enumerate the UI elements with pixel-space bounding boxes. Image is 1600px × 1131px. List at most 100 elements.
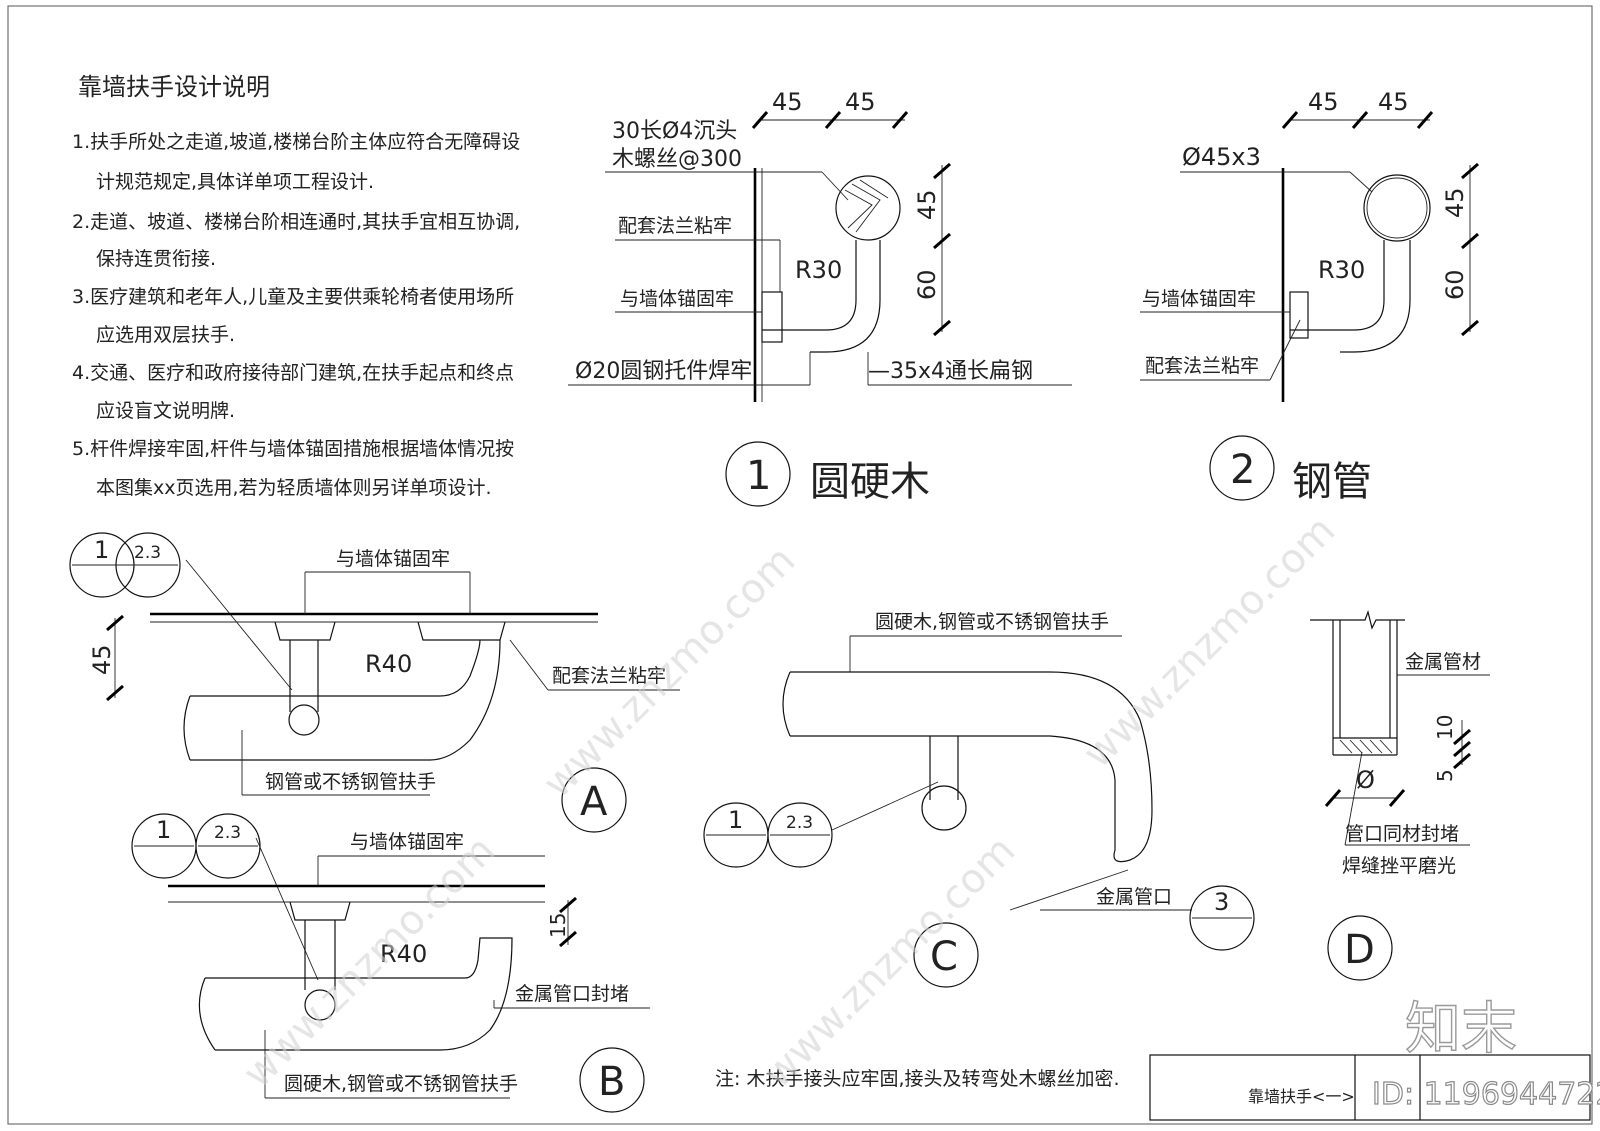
detail-1-flange-label: 配套法兰粘牢 bbox=[618, 215, 732, 237]
detail-d-material-label: 金属管材 bbox=[1405, 651, 1481, 673]
detail-1-bracket bbox=[762, 240, 881, 353]
detail-1-dim-top-1: 45 bbox=[772, 88, 803, 116]
detail-a-ref-2: 2.3 bbox=[134, 543, 161, 563]
detail-b-ref-2-circle bbox=[195, 813, 261, 879]
watermark: www.znzmo.com www.znzmo.com www.znzmo.co… bbox=[235, 507, 1345, 1097]
detail-c: 圆硬木,钢管或不锈钢管扶手 1 2.3 金属管口 3 C bbox=[703, 611, 1255, 988]
detail-c-post bbox=[929, 736, 959, 800]
detail-b-radius: R40 bbox=[380, 940, 427, 968]
detail-c-ref-3-circle bbox=[1189, 885, 1255, 951]
detail-b-handrail bbox=[205, 937, 513, 1051]
detail-1-screw-label-1: 30长Ø4沉头 bbox=[612, 119, 737, 144]
title-block: 靠墙扶手<一> bbox=[1149, 1054, 1591, 1121]
detail-1-rod-label: Ø20圆钢托件焊牢 bbox=[575, 359, 752, 384]
detail-1-handrail-section bbox=[835, 175, 901, 241]
detail-a-dim: 45 bbox=[88, 644, 116, 675]
detail-c-handrail bbox=[790, 671, 1153, 863]
svg-text:www.znzmo.com: www.znzmo.com bbox=[1075, 507, 1345, 777]
detail-2-dim-top-2: 45 bbox=[1378, 88, 1409, 116]
notes-title: 靠墙扶手设计说明 bbox=[78, 73, 270, 101]
detail-2-anchor-label: 与墙体锚固牢 bbox=[1142, 288, 1256, 310]
sheet-border bbox=[7, 5, 1593, 1125]
detail-b-letter: B bbox=[598, 1059, 625, 1105]
detail-c-letter: C bbox=[930, 934, 958, 980]
detail-2-bracket bbox=[1290, 240, 1411, 353]
detail-2-number: 2 bbox=[1230, 447, 1255, 493]
detail-c-ref-2: 2.3 bbox=[786, 813, 813, 833]
detail-2-steel-tube: 45 45 45 60 R30 Ø45x3 与墙体锚固牢 配套法兰粘牢 2 钢管 bbox=[1140, 88, 1479, 505]
note-1-line-1: 1.扶手所处之走道,坡道,楼梯台阶主体应符合无障碍设 bbox=[72, 131, 520, 153]
detail-b-ref-1: 1 bbox=[156, 816, 171, 844]
detail-2-flange-label: 配套法兰粘牢 bbox=[1145, 355, 1259, 377]
detail-c-tube-end-label: 金属管口 bbox=[1096, 886, 1172, 908]
detail-a-flange-label: 配套法兰粘牢 bbox=[552, 665, 666, 687]
note-4-line-1: 4.交通、医疗和政府接待部门建筑,在扶手起点和终点 bbox=[72, 362, 514, 384]
brand-logo: 知末 bbox=[1405, 997, 1517, 1062]
detail-a-rail-label: 钢管或不锈钢管扶手 bbox=[265, 771, 436, 793]
detail-2-radius: R30 bbox=[1318, 256, 1365, 284]
note-5-line-1: 5.杆件焊接牢固,杆件与墙体锚固措施根据墙体情况按 bbox=[72, 438, 514, 460]
detail-a-anchor-label: 与墙体锚固牢 bbox=[336, 548, 450, 570]
detail-1-dim-right-2: 60 bbox=[913, 269, 941, 300]
detail-d-cap-label: 管口同材封堵 bbox=[1345, 823, 1459, 845]
detail-2-handrail-section bbox=[1363, 174, 1431, 242]
detail-1-dim-top-2: 45 bbox=[845, 88, 876, 116]
detail-2-tube-label: Ø45x3 bbox=[1182, 143, 1261, 171]
detail-b-ref-2: 2.3 bbox=[214, 823, 241, 843]
detail-1-screw-label-2: 木螺丝@300 bbox=[612, 147, 742, 172]
detail-2-dim-right-2: 60 bbox=[1441, 269, 1469, 300]
detail-d-dim-1: 10 bbox=[1433, 715, 1457, 740]
detail-1-number: 1 bbox=[746, 453, 771, 499]
detail-1-hardwood: 45 45 45 60 R30 30长Ø4沉头 木螺丝@300 配套法兰粘牢 与… bbox=[568, 88, 1072, 507]
detail-d-tube bbox=[1332, 620, 1398, 755]
detail-a-letter: A bbox=[580, 779, 608, 825]
detail-d-dim-2: 5 bbox=[1433, 769, 1457, 782]
detail-d-phi: Ø bbox=[1356, 766, 1375, 794]
detail-1-dim-right-1: 45 bbox=[913, 189, 941, 220]
detail-2-dim-right-1: 45 bbox=[1441, 187, 1469, 218]
note-1-line-2: 计规范规定,具体详单项工程设计. bbox=[96, 171, 374, 193]
detail-2-number-circle bbox=[1209, 435, 1275, 501]
detail-2-caption: 钢管 bbox=[1292, 459, 1372, 505]
detail-2-dim-top-1: 45 bbox=[1308, 88, 1339, 116]
note-4-line-2: 应设盲文说明牌. bbox=[96, 400, 235, 422]
detail-d-letter-circle bbox=[1327, 915, 1393, 981]
note-5-line-2: 本图集xx页选用,若为轻质墙体则另详单项设计. bbox=[96, 477, 492, 499]
detail-1-flatbar-label: —35x4通长扁钢 bbox=[868, 359, 1033, 384]
drawing-name: 靠墙扶手<一> bbox=[1248, 1087, 1355, 1106]
detail-a-ref-2-circle bbox=[115, 532, 181, 598]
detail-b: 1 2.3 与墙体锚固牢 15 R40 金属管口封堵 圆硬木,钢管或不锈钢管扶手… bbox=[131, 813, 650, 1113]
note-3-line-2: 应选用双层扶手. bbox=[96, 324, 235, 346]
detail-c-ref-1: 1 bbox=[728, 806, 743, 834]
detail-d: 金属管材 10 5 Ø 管口同材封堵 焊缝挫平磨光 D bbox=[1310, 609, 1490, 981]
detail-c-letter-circle bbox=[913, 922, 979, 988]
detail-b-rail-label: 圆硬木,钢管或不锈钢管扶手 bbox=[284, 1073, 518, 1095]
detail-a-ref-1: 1 bbox=[94, 536, 109, 564]
detail-a-letter-circle bbox=[561, 767, 627, 833]
detail-b-dim: 15 bbox=[546, 913, 570, 938]
brand-id: ID: 1196944722 bbox=[1372, 1077, 1600, 1112]
note-2-line-1: 2.走道、坡道、楼梯台阶相连通时,其扶手宜相互协调, bbox=[72, 211, 520, 233]
detail-a-handrail bbox=[190, 639, 501, 761]
detail-1-caption: 圆硬木 bbox=[810, 459, 930, 505]
detail-c-ref-3: 3 bbox=[1214, 888, 1229, 916]
svg-text:www.znzmo.com: www.znzmo.com bbox=[755, 827, 1025, 1097]
detail-d-weld-label: 焊缝挫平磨光 bbox=[1342, 855, 1456, 877]
detail-1-number-circle bbox=[725, 441, 791, 507]
detail-1-radius: R30 bbox=[795, 256, 842, 284]
detail-c-rail-label: 圆硬木,钢管或不锈钢管扶手 bbox=[875, 611, 1109, 633]
detail-a-post bbox=[289, 640, 319, 712]
design-notes: 靠墙扶手设计说明 1.扶手所处之走道,坡道,楼梯台阶主体应符合无障碍设 计规范规… bbox=[72, 73, 520, 499]
note-2-line-2: 保持连贯衔接. bbox=[96, 248, 216, 270]
detail-a: 1 2.3 与墙体锚固牢 45 R40 配套法兰粘牢 钢管或不锈钢管扶手 A bbox=[69, 532, 680, 833]
detail-b-anchor-label: 与墙体锚固牢 bbox=[350, 831, 464, 853]
note-3-line-1: 3.医疗建筑和老年人,儿童及主要供乘轮椅者使用场所 bbox=[72, 286, 514, 308]
detail-a-radius: R40 bbox=[365, 650, 412, 678]
detail-1-anchor-label: 与墙体锚固牢 bbox=[620, 288, 734, 310]
detail-d-letter: D bbox=[1344, 927, 1375, 973]
footnote: 注: 木扶手接头应牢固,接头及转弯处木螺丝加密. bbox=[715, 1068, 1120, 1090]
svg-text:www.znzmo.com: www.znzmo.com bbox=[235, 827, 505, 1097]
detail-b-letter-circle bbox=[579, 1047, 645, 1113]
detail-c-ref-2-circle bbox=[767, 802, 833, 868]
